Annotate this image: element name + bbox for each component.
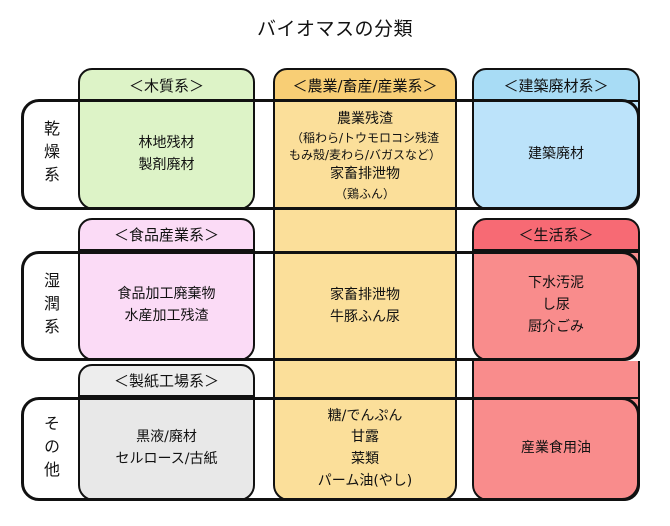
cell-wet-daily-life-text: 下水汚泥 し尿 厨介ごみ [524, 271, 588, 340]
category-header-wood: ＜木質系＞ [78, 68, 255, 102]
cell-wet-food-industry-text: 食品加工廃棄物 水産加工残渣 [114, 282, 220, 329]
category-header-food-industry: ＜食品産業系＞ [78, 218, 255, 251]
cell-line: 糖/でんぷん [327, 407, 403, 424]
cell-dry-wood-text: 林地残材 製剤廃材 [135, 131, 199, 178]
cell-line: 製剤廃材 [138, 156, 195, 173]
category-header-agriculture: ＜農業/畜産/産業系＞ [273, 68, 457, 102]
cell-other-industrial-oil-text: 産業食用油 [517, 436, 595, 462]
cell-dry-construction-text: 建築廃材 [524, 142, 588, 168]
cell-line: 農業残渣 [337, 110, 393, 127]
cell-wet-livestock-text: 家畜排泄物 牛豚ふん尿 [326, 283, 404, 330]
cell-line-small: （稲わら/トウモロコシ残渣 [290, 131, 440, 146]
cell-other-sugar-starch-text: 糖/でんぷん 甘露 菜類 パーム油(やし) [314, 404, 417, 495]
category-header-daily-life: ＜生活系＞ [472, 218, 640, 251]
category-header-paper-mill-label: ＜製紙工場系＞ [113, 372, 219, 390]
cell-line: 菜類 [350, 451, 379, 467]
cell-line: 水産加工残渣 [124, 308, 209, 324]
cell-other-paper-mill-text: 黒液/廃材 セルロース/古紙 [111, 425, 221, 472]
page-title: バイオマスの分類 [256, 18, 413, 40]
cell-line-small: （鶏ふん） [334, 186, 395, 201]
row-frame-wet [21, 251, 640, 361]
cell-wet-livestock: 家畜排泄物 牛豚ふん尿 [273, 251, 457, 361]
agriculture-spine-gap-1 [273, 210, 457, 251]
cell-line: 家畜排泄物 [330, 287, 400, 304]
row-frame-dry [21, 99, 640, 210]
cell-line: 黒液/廃材 [136, 429, 197, 446]
cell-wet-food-industry: 食品加工廃棄物 水産加工残渣 [78, 251, 255, 361]
category-header-wood-label: ＜木質系＞ [128, 76, 204, 95]
cell-line: し尿 [542, 297, 570, 314]
agriculture-spine-gap-2 [273, 361, 457, 397]
cell-line: 厨介ごみ [528, 318, 584, 335]
cell-line: 下水汚泥 [528, 275, 584, 292]
cell-line: 林地残材 [138, 134, 195, 151]
category-header-daily-life-label: ＜生活系＞ [518, 226, 594, 244]
category-header-paper-mill: ＜製紙工場系＞ [78, 364, 255, 397]
category-header-agriculture-label: ＜農業/畜産/産業系＞ [292, 76, 438, 95]
daily-life-spine-gap [472, 361, 640, 397]
category-header-food-industry-label: ＜食品産業系＞ [113, 226, 219, 244]
cell-dry-agriculture-text: 農業残渣 （稲わら/トウモロコシ残渣 もみ殻/麦わら/バガスなど） 家畜排泄物 … [285, 107, 445, 205]
cell-line: 甘露 [350, 429, 379, 446]
cell-line: 産業食用油 [521, 440, 591, 457]
cell-other-sugar-starch: 糖/でんぷん 甘露 菜類 パーム油(やし) [273, 397, 457, 501]
cell-other-paper-mill: 黒液/廃材 セルロース/古紙 [78, 397, 255, 501]
cell-line: 建築廃材 [528, 145, 584, 162]
cell-line: 家畜排泄物 [330, 165, 400, 182]
category-header-construction: ＜建築廃材系＞ [472, 68, 640, 102]
row-frame-other [21, 397, 640, 501]
category-header-construction-label: ＜建築廃材系＞ [503, 76, 609, 95]
cell-line: 牛豚ふん尿 [330, 309, 400, 325]
cell-line: 食品加工廃棄物 [117, 286, 216, 303]
cell-line-small: もみ殻/麦わら/バガスなど） [288, 148, 442, 163]
cell-line: セルロース/古紙 [115, 451, 218, 467]
cell-line: パーム油(やし) [317, 472, 413, 489]
cell-wet-daily-life: 下水汚泥 し尿 厨介ごみ [472, 251, 640, 361]
